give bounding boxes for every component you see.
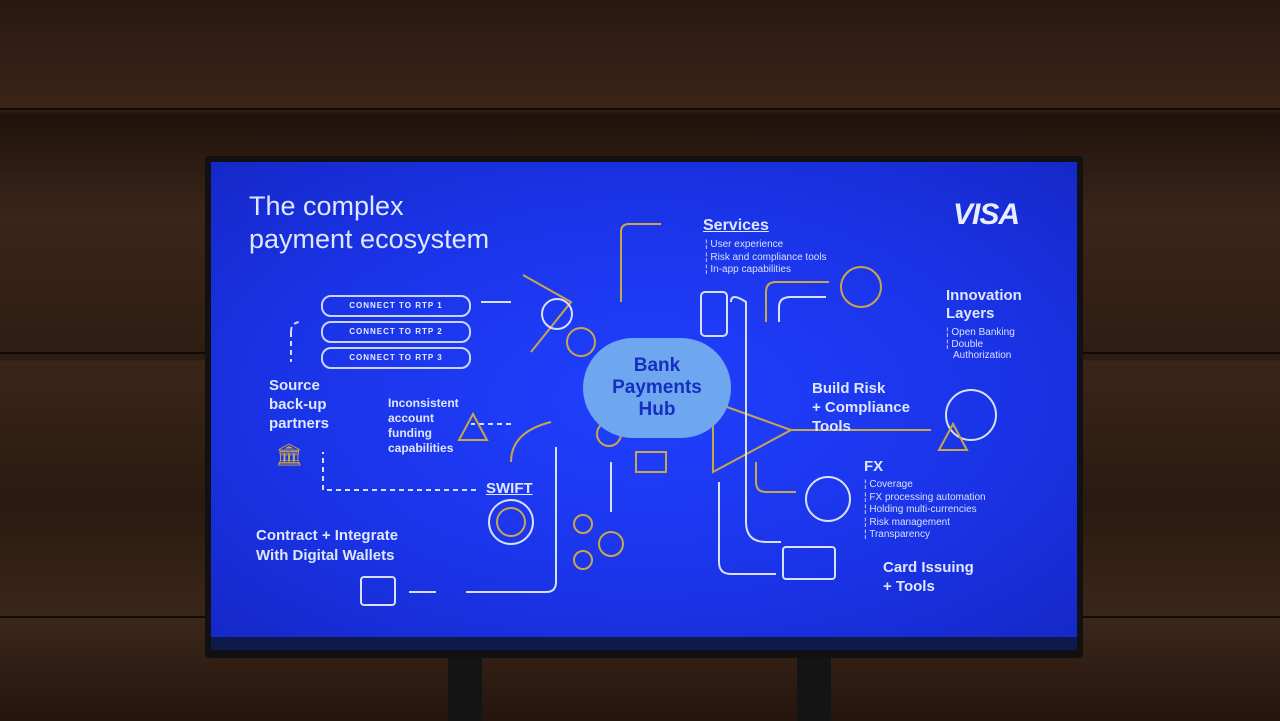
- label-line: account: [388, 411, 435, 425]
- card-issuing-label: Card Issuing + Tools: [883, 558, 974, 596]
- innovation-item: Authorization: [953, 350, 1012, 361]
- fx-item: ¦ Risk management: [864, 516, 950, 528]
- swift-label: SWIFT: [486, 480, 533, 497]
- label-line: Innovation: [946, 287, 1022, 304]
- hub-line: Payments: [612, 377, 702, 398]
- rtp-connection: CONNECT TO RTP 2: [321, 321, 471, 343]
- label-line: capabilities: [388, 441, 454, 455]
- label-line: Contract + Integrate: [256, 527, 399, 544]
- label-line: Tools: [812, 418, 851, 435]
- hub-line: Hub: [638, 399, 676, 420]
- innovation-item: ¦ Open Banking: [946, 327, 1015, 338]
- services-block: Services ¦ User experience ¦ Risk and co…: [703, 217, 827, 277]
- screen-taskbar: [211, 637, 1077, 650]
- label-line: Card Issuing: [883, 559, 974, 576]
- label-line: + Tools: [883, 578, 935, 595]
- slide: The complex payment ecosystem VISA CONNE…: [211, 162, 1077, 637]
- services-item: ¦ In-app capabilities: [705, 264, 791, 275]
- label-line: partners: [269, 415, 330, 432]
- services-heading: Services: [703, 217, 769, 234]
- title-line: The complex: [249, 191, 404, 221]
- slide-title: The complex payment ecosystem: [249, 190, 489, 256]
- fx-item: ¦ Coverage: [864, 479, 913, 490]
- wall-seam: [0, 108, 1280, 110]
- label-line: funding: [388, 426, 432, 440]
- services-item: ¦ Risk and compliance tools: [705, 251, 827, 263]
- label-line: Build Risk: [812, 380, 886, 397]
- tv-stand-leg: [448, 655, 482, 721]
- visa-logo: VISA: [953, 198, 1020, 231]
- title-line: payment ecosystem: [249, 224, 490, 254]
- bank-icon: 🏛: [275, 442, 303, 467]
- label-line: back-up: [269, 396, 327, 413]
- hub-line: Bank: [633, 355, 681, 376]
- diagram-connectors: [290, 223, 997, 606]
- source-backup-partners: Source back-up partners: [269, 376, 329, 433]
- fx-item: ¦ Transparency: [864, 529, 930, 540]
- label-line: Source: [269, 377, 320, 394]
- label-line: With Digital Wallets: [256, 547, 395, 564]
- fx-item: ¦ FX processing automation: [864, 491, 986, 503]
- label-line: Inconsistent: [388, 396, 459, 410]
- label-line: Layers: [946, 305, 995, 322]
- tv-stand-leg: [797, 655, 831, 721]
- label-line: + Compliance: [812, 399, 910, 416]
- rtp-connection: CONNECT TO RTP 1: [321, 295, 471, 317]
- fx-block: FX ¦ Coverage ¦ FX processing automation…: [864, 458, 986, 542]
- fx-heading: FX: [864, 458, 884, 475]
- services-item: ¦ User experience: [705, 239, 784, 250]
- fx-item: ¦ Holding multi-currencies: [864, 504, 977, 515]
- innovation-item: ¦ Double: [946, 338, 984, 350]
- rtp-connection: CONNECT TO RTP 3: [321, 347, 471, 369]
